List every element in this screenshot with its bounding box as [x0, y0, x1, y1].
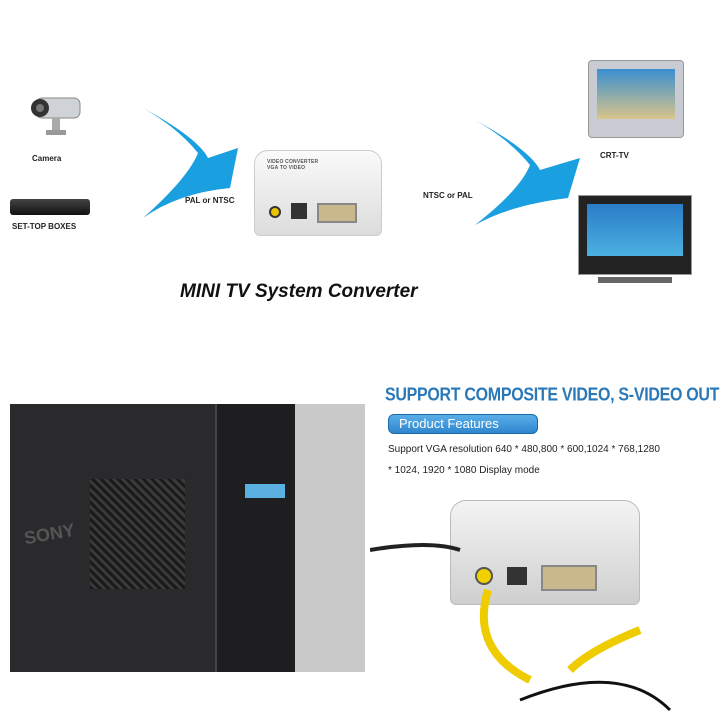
tv-back-photo: SONY	[10, 404, 365, 672]
converter-product-photo	[450, 500, 640, 605]
product-features-badge: Product Features	[388, 414, 538, 434]
diagram-title: MINI TV System Converter	[180, 281, 418, 302]
input-signal-label: PAL or NTSC	[185, 196, 235, 205]
crt-tv-label: CRT-TV	[600, 151, 629, 160]
camera-label: Camera	[32, 154, 62, 163]
converter-device-image: VIDEO CONVERTER VGA TO VIDEO	[254, 150, 382, 236]
camera-image	[22, 92, 82, 142]
arrow-right-icon	[143, 108, 238, 218]
features-headline: SUPPORT COMPOSITE VIDEO, S-VIDEO OUTPUT	[385, 385, 720, 406]
arrow-right-icon	[475, 120, 580, 225]
cables	[370, 543, 672, 712]
brand-logo: SONY	[22, 519, 77, 549]
set-top-box-label: SET-TOP BOXES	[12, 222, 77, 231]
feature-line-1: Support VGA resolution 640 * 480,800 * 6…	[388, 444, 660, 455]
feature-line-2: * 1024, 1920 * 1080 Display mode	[388, 465, 540, 476]
set-top-box-image	[10, 199, 90, 215]
lcd-tv-image	[578, 195, 692, 275]
output-signal-label: NTSC or PAL	[423, 191, 473, 200]
device-print-label: VIDEO CONVERTER VGA TO VIDEO	[267, 159, 319, 171]
tv-stand	[598, 277, 672, 283]
crt-tv-image	[588, 60, 684, 138]
